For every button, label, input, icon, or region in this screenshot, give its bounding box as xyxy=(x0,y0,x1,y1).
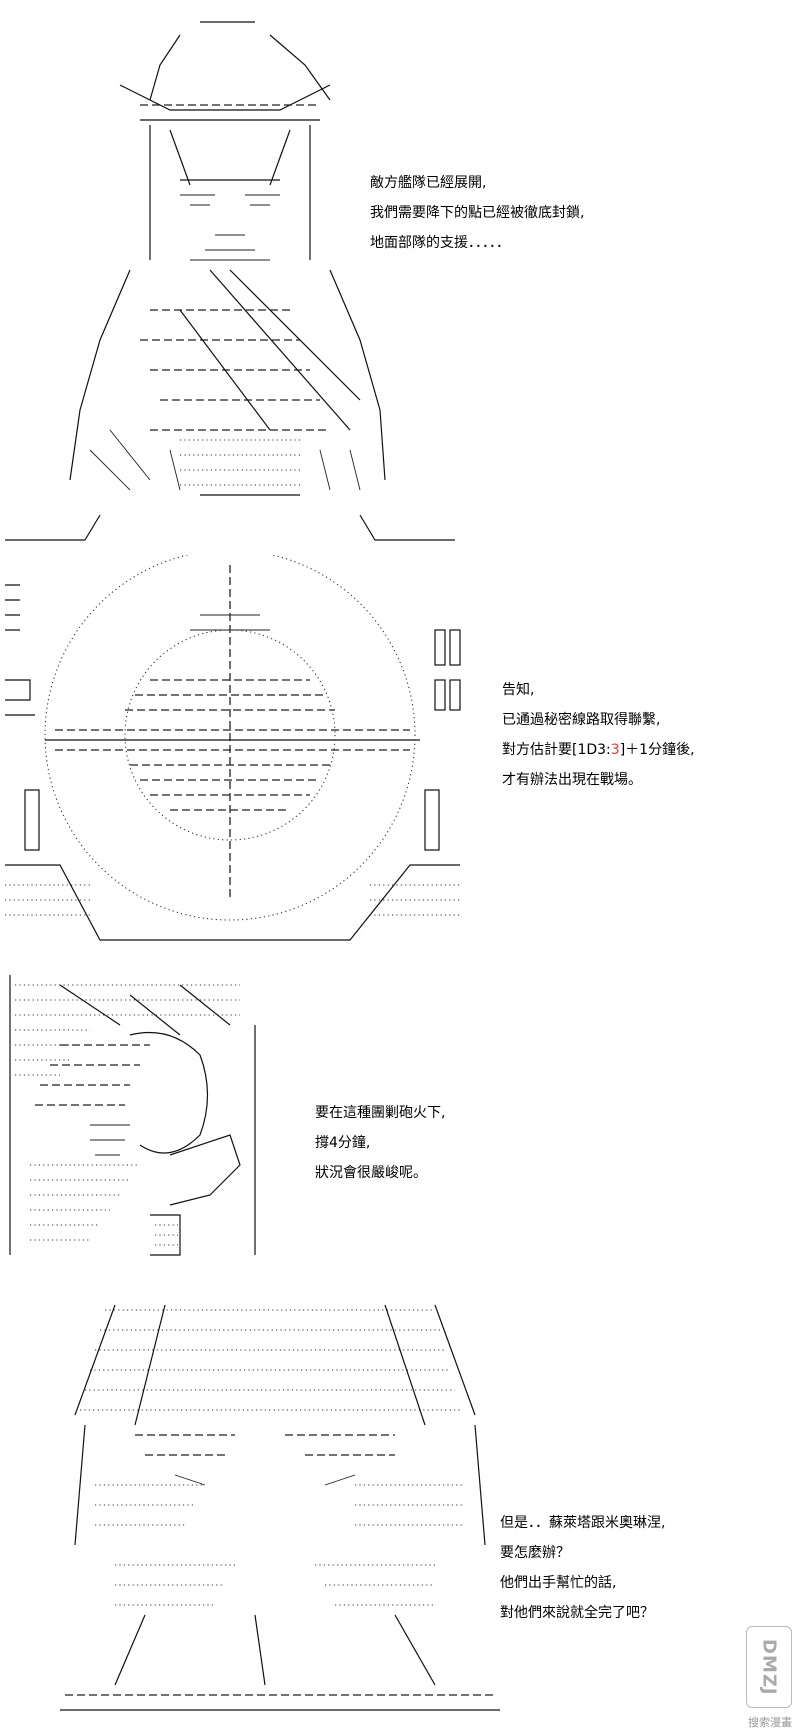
dialogue-line: 要怎麼辦？ xyxy=(500,1545,570,1561)
panel4-dialogue: 但是．．蘇萊塔跟米奧琳涅, 要怎麼辦？ 他們出手幫忙的話, 對他們來說就全完了吧… xyxy=(500,1508,665,1628)
dialogue-line: 才有辦法出現在戰場。 xyxy=(502,772,642,788)
dialogue-line: 但是．．蘇萊塔跟米奧琳涅, xyxy=(500,1515,666,1531)
panel4-ascii-figures xyxy=(55,1285,505,1715)
dialogue-line: 地面部隊的支援．．．．． xyxy=(370,235,510,251)
panel2-dialogue: 告知, 已通過秘密線路取得聯繫, 對方估計要[1D3:3]＋1分鐘後, 才有辦法… xyxy=(502,675,695,795)
dialogue-line: 他們出手幫忙的話, xyxy=(500,1575,617,1591)
watermark-credit: 搜索漫畫 xyxy=(748,1716,792,1729)
dialogue-line: 對方估計要[1D3:3]＋1分鐘後, xyxy=(502,735,695,765)
dialogue-line: 敵方艦隊已經展開, xyxy=(370,175,487,191)
dialogue-line: 對他們來說就全完了吧？ xyxy=(500,1605,654,1621)
site-watermark-logo: DMZJ xyxy=(746,1626,792,1708)
panel3-dialogue: 要在這種團剿砲火下, 撐4分鐘, 狀況會很嚴峻呢。 xyxy=(315,1098,445,1188)
dice-roll-suffix: ]＋1分鐘後, xyxy=(619,742,695,758)
panel2-ascii-reticle xyxy=(0,555,470,955)
dice-roll-result: 3 xyxy=(610,742,620,758)
dialogue-line: 要在這種團剿砲火下, xyxy=(315,1105,446,1121)
dialogue-line: 我們需要降下的點已經被徹底封鎖, xyxy=(370,205,585,221)
panel3-ascii-figure xyxy=(0,965,270,1265)
dialogue-line: 撐4分鐘, xyxy=(315,1135,371,1151)
panel1-dialogue: 敵方艦隊已經展開, 我們需要降下的點已經被徹底封鎖, 地面部隊的支援．．．．． xyxy=(370,168,584,258)
dialogue-line: 已通過秘密線路取得聯繫, xyxy=(502,712,661,728)
panel-divider xyxy=(0,510,470,550)
panel1-ascii-figure xyxy=(30,10,390,540)
dialogue-line: 告知, xyxy=(502,682,535,698)
dialogue-line: 狀況會很嚴峻呢。 xyxy=(315,1165,427,1181)
dice-roll-prefix: 對方估計要[1D3: xyxy=(502,742,611,758)
watermark-logo-text: DMZJ xyxy=(758,1638,780,1696)
